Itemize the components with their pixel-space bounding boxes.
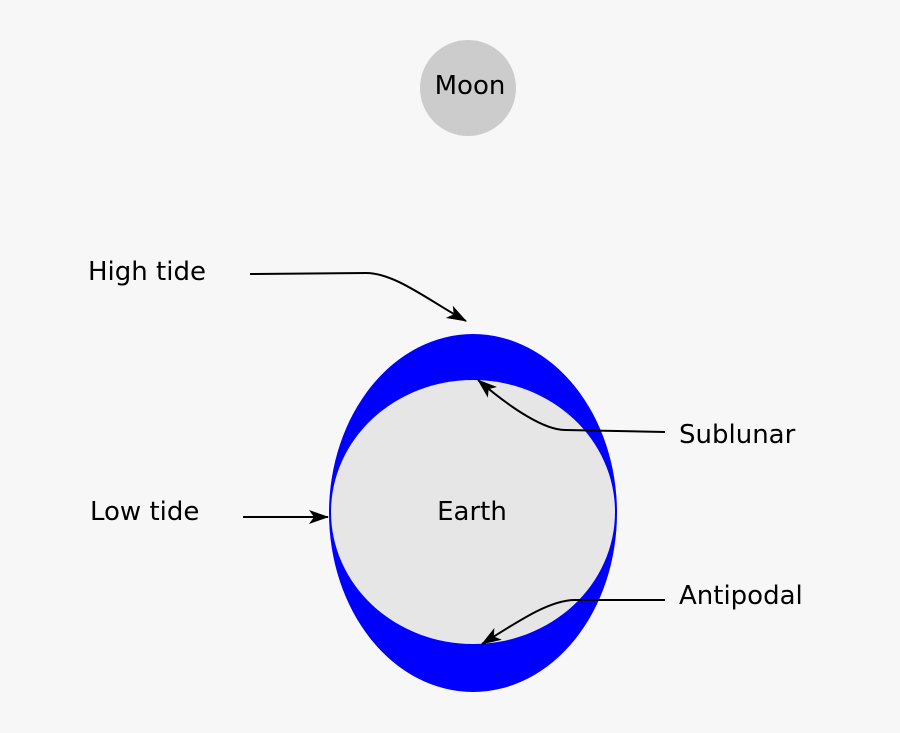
moon-body	[420, 40, 516, 136]
earth-label: Earth	[437, 497, 507, 527]
high-tide-label: High tide	[88, 257, 206, 287]
antipodal-label: Antipodal	[679, 581, 803, 611]
earth-body	[331, 380, 615, 644]
low-tide-label: Low tide	[90, 497, 199, 527]
sublunar-label: Sublunar	[679, 420, 796, 450]
high-tide-arrow	[249, 271, 467, 322]
sublunar-arrow	[477, 379, 666, 433]
antipodal-arrow	[481, 599, 665, 645]
moon-label: Moon	[435, 71, 506, 101]
